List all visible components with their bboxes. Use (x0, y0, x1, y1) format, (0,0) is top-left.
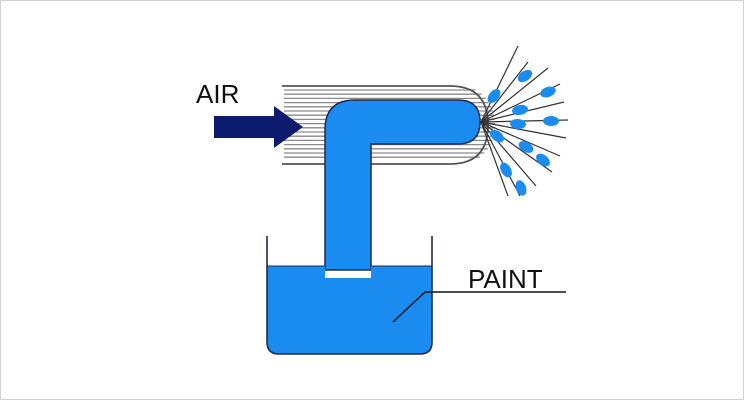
paint-liquid (267, 266, 432, 354)
spray-line (480, 121, 521, 197)
spray-line (480, 121, 509, 197)
paint-droplet (487, 89, 501, 103)
air-label: AIR (196, 79, 239, 109)
paint-tube (324, 99, 481, 271)
spray-line (480, 67, 549, 123)
spray-line (480, 121, 561, 157)
container-walls (266, 236, 433, 355)
spray-line (480, 121, 567, 139)
paint-droplet (540, 86, 556, 98)
air-arrow-icon (214, 106, 303, 148)
paint-droplet (512, 104, 528, 116)
paint-droplet (543, 116, 559, 126)
paint-leader-line (392, 291, 566, 323)
paint-droplet (490, 129, 504, 143)
spray-line (480, 45, 519, 123)
paint-container (266, 236, 433, 355)
paint-droplet (518, 141, 534, 153)
paint-droplet (510, 118, 526, 130)
paint-droplet (536, 153, 550, 167)
paint-spray (480, 45, 569, 197)
spray-line (480, 61, 529, 123)
paint-droplet (517, 69, 533, 83)
paint-droplet (515, 180, 527, 196)
paint-droplet (500, 162, 512, 178)
paint-label: PAINT (468, 264, 543, 294)
